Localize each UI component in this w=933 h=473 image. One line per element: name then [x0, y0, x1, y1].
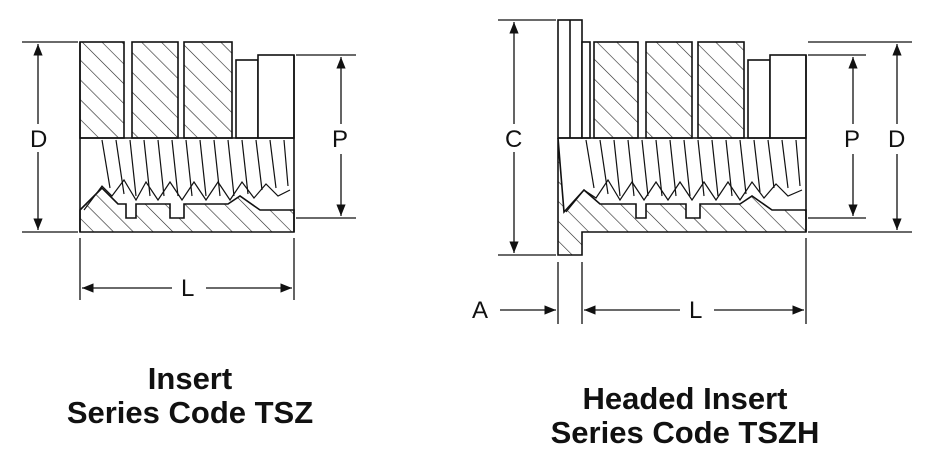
lower-body: [79, 186, 295, 233]
pilot-bore: [769, 54, 807, 139]
insert-caption-line2: Series Code TSZ: [66, 395, 314, 430]
dim-c-label: C: [505, 126, 522, 153]
pilot-bore: [257, 54, 295, 139]
pilot-section: [235, 59, 259, 139]
left-dimension-lines: [22, 41, 356, 300]
dim-p-label: P: [844, 126, 860, 153]
knurl-band-3: [697, 41, 745, 139]
right-dimension-lines: [498, 19, 912, 324]
lower-body: [557, 137, 807, 256]
insert-caption: Insert Series Code TSZ: [30, 362, 350, 430]
insert-tsz-drawing: [79, 41, 295, 233]
internal-thread: [83, 139, 291, 211]
headed-insert-caption-line1: Headed Insert: [582, 381, 788, 416]
knurl-band-3: [183, 41, 233, 139]
knurl-band-2: [131, 41, 179, 139]
insert-caption-line1: Insert: [147, 361, 233, 396]
dim-d-label: D: [888, 126, 905, 153]
dim-p-label: P: [332, 126, 348, 153]
knurl-band-2: [645, 41, 693, 139]
pilot-section: [747, 59, 771, 139]
dim-l-label: L: [689, 297, 702, 324]
knurl-band-1: [593, 41, 639, 139]
headed-insert-tszh-drawing: [557, 19, 807, 256]
knurl-band-1: [79, 41, 125, 139]
dim-a-label: A: [472, 297, 488, 324]
headed-insert-caption: Headed Insert Series Code TSZH: [520, 382, 850, 450]
dim-d-label: D: [30, 126, 47, 153]
internal-thread: [565, 139, 803, 213]
dim-l-label: L: [181, 275, 194, 302]
headed-insert-caption-line2: Series Code TSZH: [550, 415, 820, 450]
